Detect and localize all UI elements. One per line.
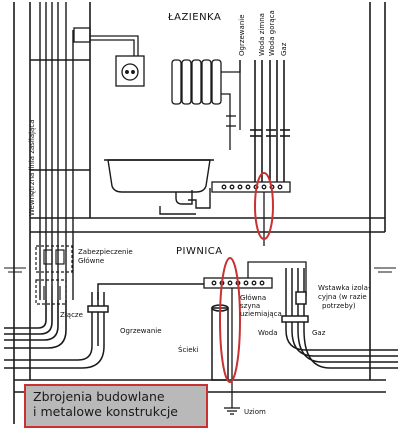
earth-electrode-symbol	[224, 407, 240, 415]
label-heating-top: Ogrzewanie	[238, 14, 246, 56]
incoming-cable	[4, 300, 67, 349]
label-gas-top: Gaz	[280, 42, 288, 56]
label-water-bottom: Woda	[258, 329, 278, 337]
label-main-fuse-1: Zabezpieczenie	[78, 248, 133, 256]
label-bus-3: uziemiająca	[240, 310, 282, 318]
callout-line-1: Zbrojenia budowlane	[33, 389, 165, 404]
label-earthing: Uziom	[244, 408, 266, 416]
radiator	[171, 59, 241, 150]
highlight-lower-connection	[219, 257, 241, 383]
bathtub	[104, 159, 214, 215]
label-gas-bottom: Gaz	[312, 329, 326, 337]
heating-pipes-basement	[4, 283, 222, 369]
label-insulating-1: Wstawka izola-	[318, 284, 371, 292]
service-pipes-bathroom	[250, 60, 290, 186]
water-gas-pipes	[281, 268, 398, 369]
main-fuse-box	[35, 245, 73, 305]
label-bus-1: Główna	[240, 294, 266, 302]
label-bus-2: szyna	[240, 302, 260, 310]
ground-level-markers	[4, 267, 396, 273]
label-main-fuse-2: Główne	[78, 257, 104, 265]
highlight-upper-connection	[254, 172, 274, 240]
bathroom-bonding-bar	[211, 181, 291, 246]
room-label-bathroom: ŁAZIENKA	[167, 12, 221, 23]
label-heating-bottom: Ogrzewanie	[120, 327, 162, 335]
socket-outlet	[73, 27, 145, 87]
label-connector: Złącze	[60, 311, 83, 319]
label-water-hot: Woda gorąca	[268, 10, 276, 56]
callout-line-2: i metalowe konstrukcje	[33, 404, 178, 419]
room-label-basement: PIWNICA	[176, 246, 223, 257]
label-rising-supply: Wewnętrzna linia zasilająca	[28, 120, 36, 216]
label-insulating-2: cyjna (w razie	[318, 293, 367, 301]
highlight-markers	[219, 172, 274, 383]
label-water-cold: Woda zimna	[258, 13, 266, 56]
label-sewage: Ścieki	[178, 345, 199, 354]
label-insulating-3: potrzeby)	[322, 302, 356, 310]
callout-reinforcement: Zbrojenia budowlane i metalowe konstrukc…	[24, 384, 208, 428]
